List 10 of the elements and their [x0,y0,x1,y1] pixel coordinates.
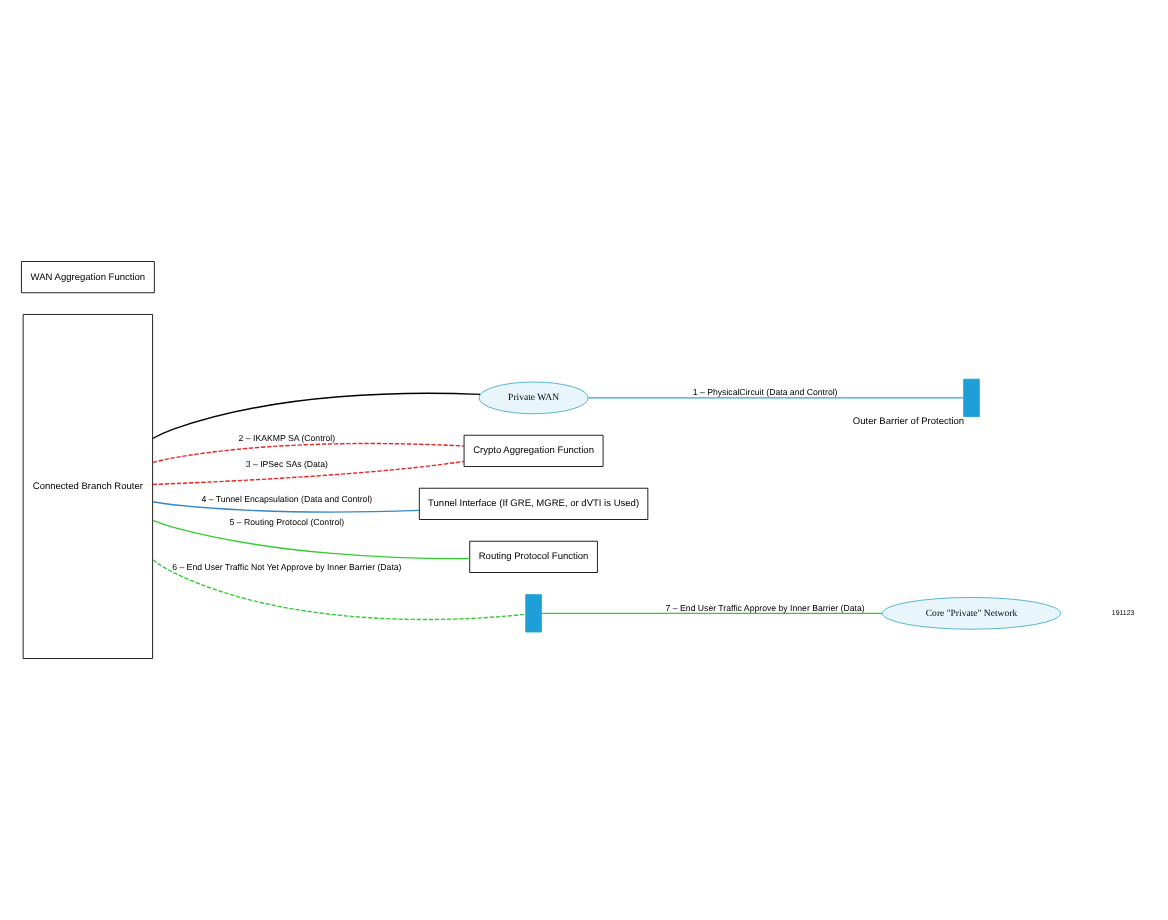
connector [152,442,465,464]
connector [152,501,420,513]
connector [152,519,471,560]
connector [540,612,883,615]
connector [587,397,965,399]
node-wall [963,378,980,417]
connector [152,559,527,621]
connector [151,392,481,440]
node-wall [525,594,542,633]
connector [152,460,465,486]
